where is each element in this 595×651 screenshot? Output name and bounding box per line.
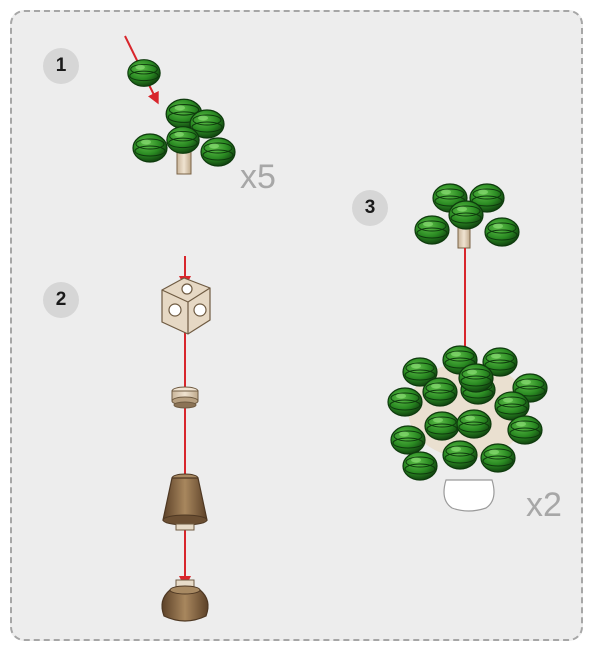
wooden-trunk-icon [163,474,207,530]
tree-crown-icon [388,346,547,511]
step-1-single-leaf-icon [128,60,160,87]
step-1-leaf-left-icon [133,134,167,162]
step-3-leaf-left-icon [415,216,449,244]
wooden-spacer-icon [172,387,198,408]
step-2-trunk-stack-icon [162,256,210,621]
step-1-leaf-front-icon [167,127,199,154]
tree-base-icon [444,480,494,511]
step-3-leaf-center-icon [449,201,483,229]
connector-cube-icon [162,278,210,334]
wooden-base-icon [162,580,208,621]
step-1-leaf-cluster-icon [125,36,235,174]
step-1-leaf-right-icon [201,138,235,166]
step-3-leaf-right-icon [485,218,519,246]
